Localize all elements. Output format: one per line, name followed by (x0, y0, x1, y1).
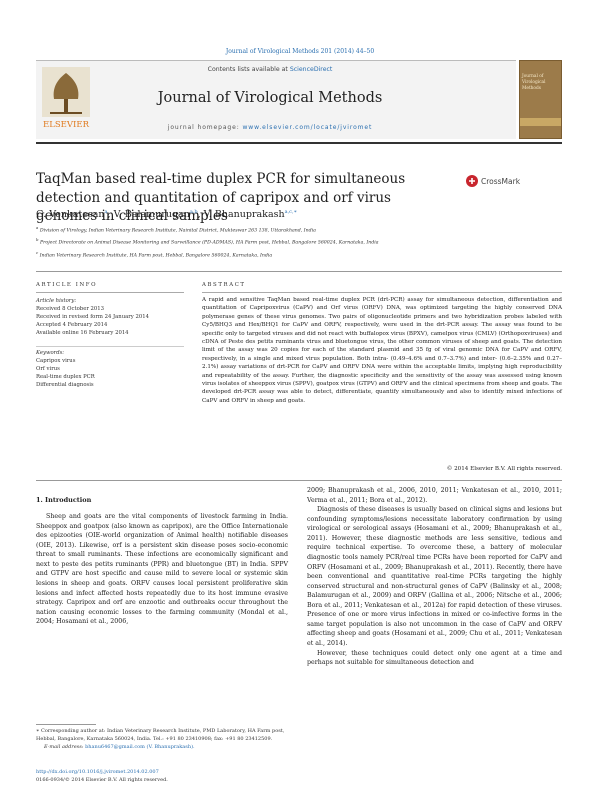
abstract-text: A rapid and sensitive TaqMan based real-… (202, 297, 562, 404)
keyword-item: Differential diagnosis (36, 381, 94, 388)
keywords: Keywords: Capripox virus Orf virus Real-… (36, 350, 184, 390)
affiliation-sup: c (36, 249, 39, 255)
elsevier-logo: ELSEVIER (42, 67, 90, 130)
affiliation-sup: b (36, 237, 39, 243)
article-title: TaqMan based real-time duplex PCR for si… (36, 171, 406, 225)
article-info-rule (36, 292, 184, 293)
keyword-item: Capripox virus (36, 357, 76, 364)
homepage-url-link[interactable]: www.elsevier.com/locate/jviromet (242, 124, 373, 131)
doi-link[interactable]: http://dx.doi.org/10.1016/j.jviromet.201… (36, 769, 159, 775)
author-name[interactable]: G. Venkatesan (36, 209, 105, 221)
abstract-rule (202, 292, 562, 293)
header-divider (36, 142, 562, 144)
history-item: Received 8 October 2013 (36, 305, 105, 312)
body-paragraph: 2009; Bhanuprakash et al., 2006, 2010, 2… (307, 487, 562, 504)
body-divider (36, 480, 562, 481)
publisher-name: ELSEVIER (43, 120, 90, 130)
homepage-label: journal homepage: (167, 124, 243, 131)
body-paragraph: However, these techniques could detect o… (307, 649, 562, 667)
section-heading: 1. Introduction (36, 496, 92, 504)
contents-prefix: Contents lists available at (207, 66, 290, 73)
body-paragraph: Sheep and goats are the vital components… (36, 513, 288, 626)
author-name[interactable]: V. Balamurugan (113, 209, 190, 221)
contents-line: Contents lists available at ScienceDirec… (100, 66, 440, 73)
affiliation-item: a Division of Virology, Indian Veterinar… (36, 224, 536, 236)
keywords-rule (36, 346, 184, 347)
affiliation-item: b Project Directorate on Animal Disease … (36, 236, 536, 248)
email-link[interactable]: bhanu6467@gmail.com (V. Bhanuprakash). (85, 743, 195, 750)
issn-line: 0166-0934/© 2014 Elsevier B.V. All right… (36, 777, 168, 783)
crossmark-label: CrossMark (481, 177, 521, 186)
sciencedirect-link[interactable]: ScienceDirect (289, 66, 333, 73)
affiliation-text: Indian Veterinary Research Institute, HA… (39, 253, 273, 259)
affiliation-text: Division of Virology, Indian Veterinary … (39, 228, 316, 234)
keywords-label: Keywords: (36, 350, 65, 356)
affiliations: a Division of Virology, Indian Veterinar… (36, 224, 536, 261)
doi-block: http://dx.doi.org/10.1016/j.jviromet.201… (36, 768, 288, 784)
history-item: Received in revised form 24 January 2014 (36, 313, 149, 320)
journal-homepage: journal homepage: www.elsevier.com/locat… (100, 124, 440, 131)
author-name[interactable]: V. Bhanuprakash (203, 209, 285, 221)
journal-reference[interactable]: Journal of Virological Methods 201 (2014… (225, 48, 375, 55)
body-right-column: 2009; Bhanuprakash et al., 2006, 2010, 2… (307, 486, 562, 668)
affiliation-item: c Indian Veterinary Research Institute, … (36, 249, 536, 261)
author-list: G. Venkatesana, V. Balamurugana,b, V. Bh… (36, 209, 297, 221)
history-item: Accepted 4 February 2014 (36, 321, 108, 328)
footnote-rule (36, 724, 96, 725)
author-affil-sup[interactable]: a (104, 209, 108, 215)
body-left-column: Sheep and goats are the vital components… (36, 512, 288, 627)
journal-header-banner (36, 60, 516, 139)
keyword-item: Orf virus (36, 365, 60, 372)
keyword-item: Real-time duplex PCR (36, 373, 95, 380)
abstract-heading: ABSTRACT (202, 282, 246, 288)
author-affil-sup[interactable]: a,b (189, 209, 198, 215)
journal-title: Journal of Virological Methods (157, 90, 383, 106)
footnote-text: ∗ Corresponding author at: Indian Veteri… (36, 728, 285, 742)
email-label: E-mail address: (44, 743, 86, 750)
author-affil-sup[interactable]: a,c,∗ (284, 209, 297, 215)
corresponding-author-footnote: ∗ Corresponding author at: Indian Veteri… (36, 728, 288, 751)
cover-title: Journal of Virological Methods (522, 74, 546, 91)
body-paragraph: Diagnosis of these diseases is usually b… (307, 506, 562, 647)
abstract-copyright: © 2014 Elsevier B.V. All rights reserved… (446, 466, 562, 472)
crossmark-badge[interactable]: CrossMark (465, 174, 535, 188)
history-label: Article history: (36, 298, 77, 304)
cover-stripe (520, 118, 561, 126)
history-item: Available online 16 February 2014 (36, 329, 129, 336)
affiliations-divider (36, 271, 562, 272)
affiliation-sup: a (36, 225, 39, 230)
article-info-heading: ARTICLE INFO (36, 282, 98, 288)
article-history: Article history: Received 8 October 2013… (36, 298, 184, 338)
affiliation-text: Project Directorate on Animal Disease Mo… (40, 240, 379, 246)
journal-cover-thumbnail (519, 60, 562, 139)
